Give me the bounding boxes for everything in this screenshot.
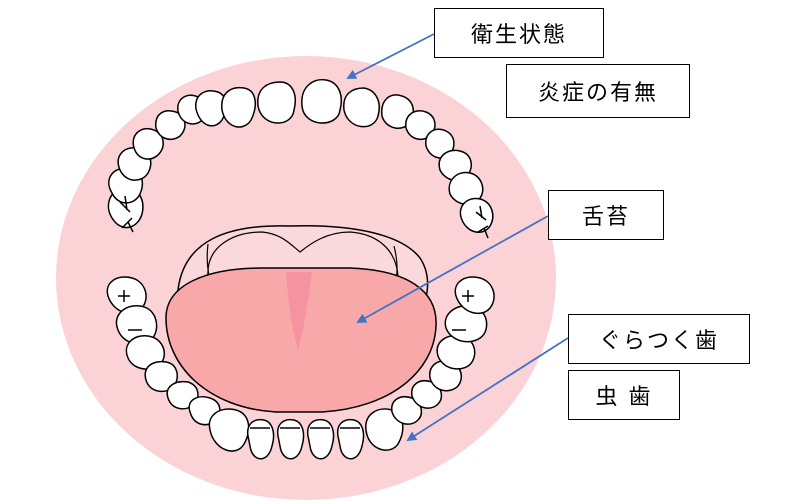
tooth: [459, 197, 494, 233]
tongue-back: [207, 231, 399, 277]
label-tongue-coating: 舌苔: [548, 190, 664, 240]
tooth: [221, 86, 257, 128]
tooth: [276, 418, 305, 460]
tooth: [144, 360, 179, 393]
tooth: [444, 305, 488, 343]
label-inflammation: 炎症の有無: [506, 64, 690, 118]
tooth: [336, 418, 365, 460]
tooth: [405, 110, 436, 141]
upper-teeth: [107, 78, 494, 239]
tooth: [257, 81, 296, 124]
tooth: [208, 408, 250, 452]
arrow-loose-teeth: [406, 337, 569, 442]
tooth: [125, 335, 166, 370]
tooth: [132, 127, 164, 160]
label-loose-teeth: ぐらつく歯: [568, 314, 750, 364]
arrow-tongue-coating: [356, 215, 549, 323]
tooth: [454, 276, 495, 315]
tooth: [391, 396, 423, 425]
tooth: [436, 334, 476, 370]
tooth: [343, 87, 380, 128]
tooth: [301, 78, 342, 124]
lower-teeth: [106, 276, 495, 460]
tooth: [155, 110, 186, 141]
tooth: [381, 94, 415, 129]
tongue-groove: [286, 272, 312, 350]
label-hygiene: 衛生状態: [434, 8, 604, 58]
tooth: [411, 380, 443, 409]
tooth: [425, 128, 455, 159]
label-cavity: 虫 歯: [568, 370, 680, 420]
tongue: [165, 267, 437, 413]
arrow-hygiene: [346, 33, 435, 79]
tooth: [246, 418, 275, 460]
tooth: [306, 418, 335, 460]
